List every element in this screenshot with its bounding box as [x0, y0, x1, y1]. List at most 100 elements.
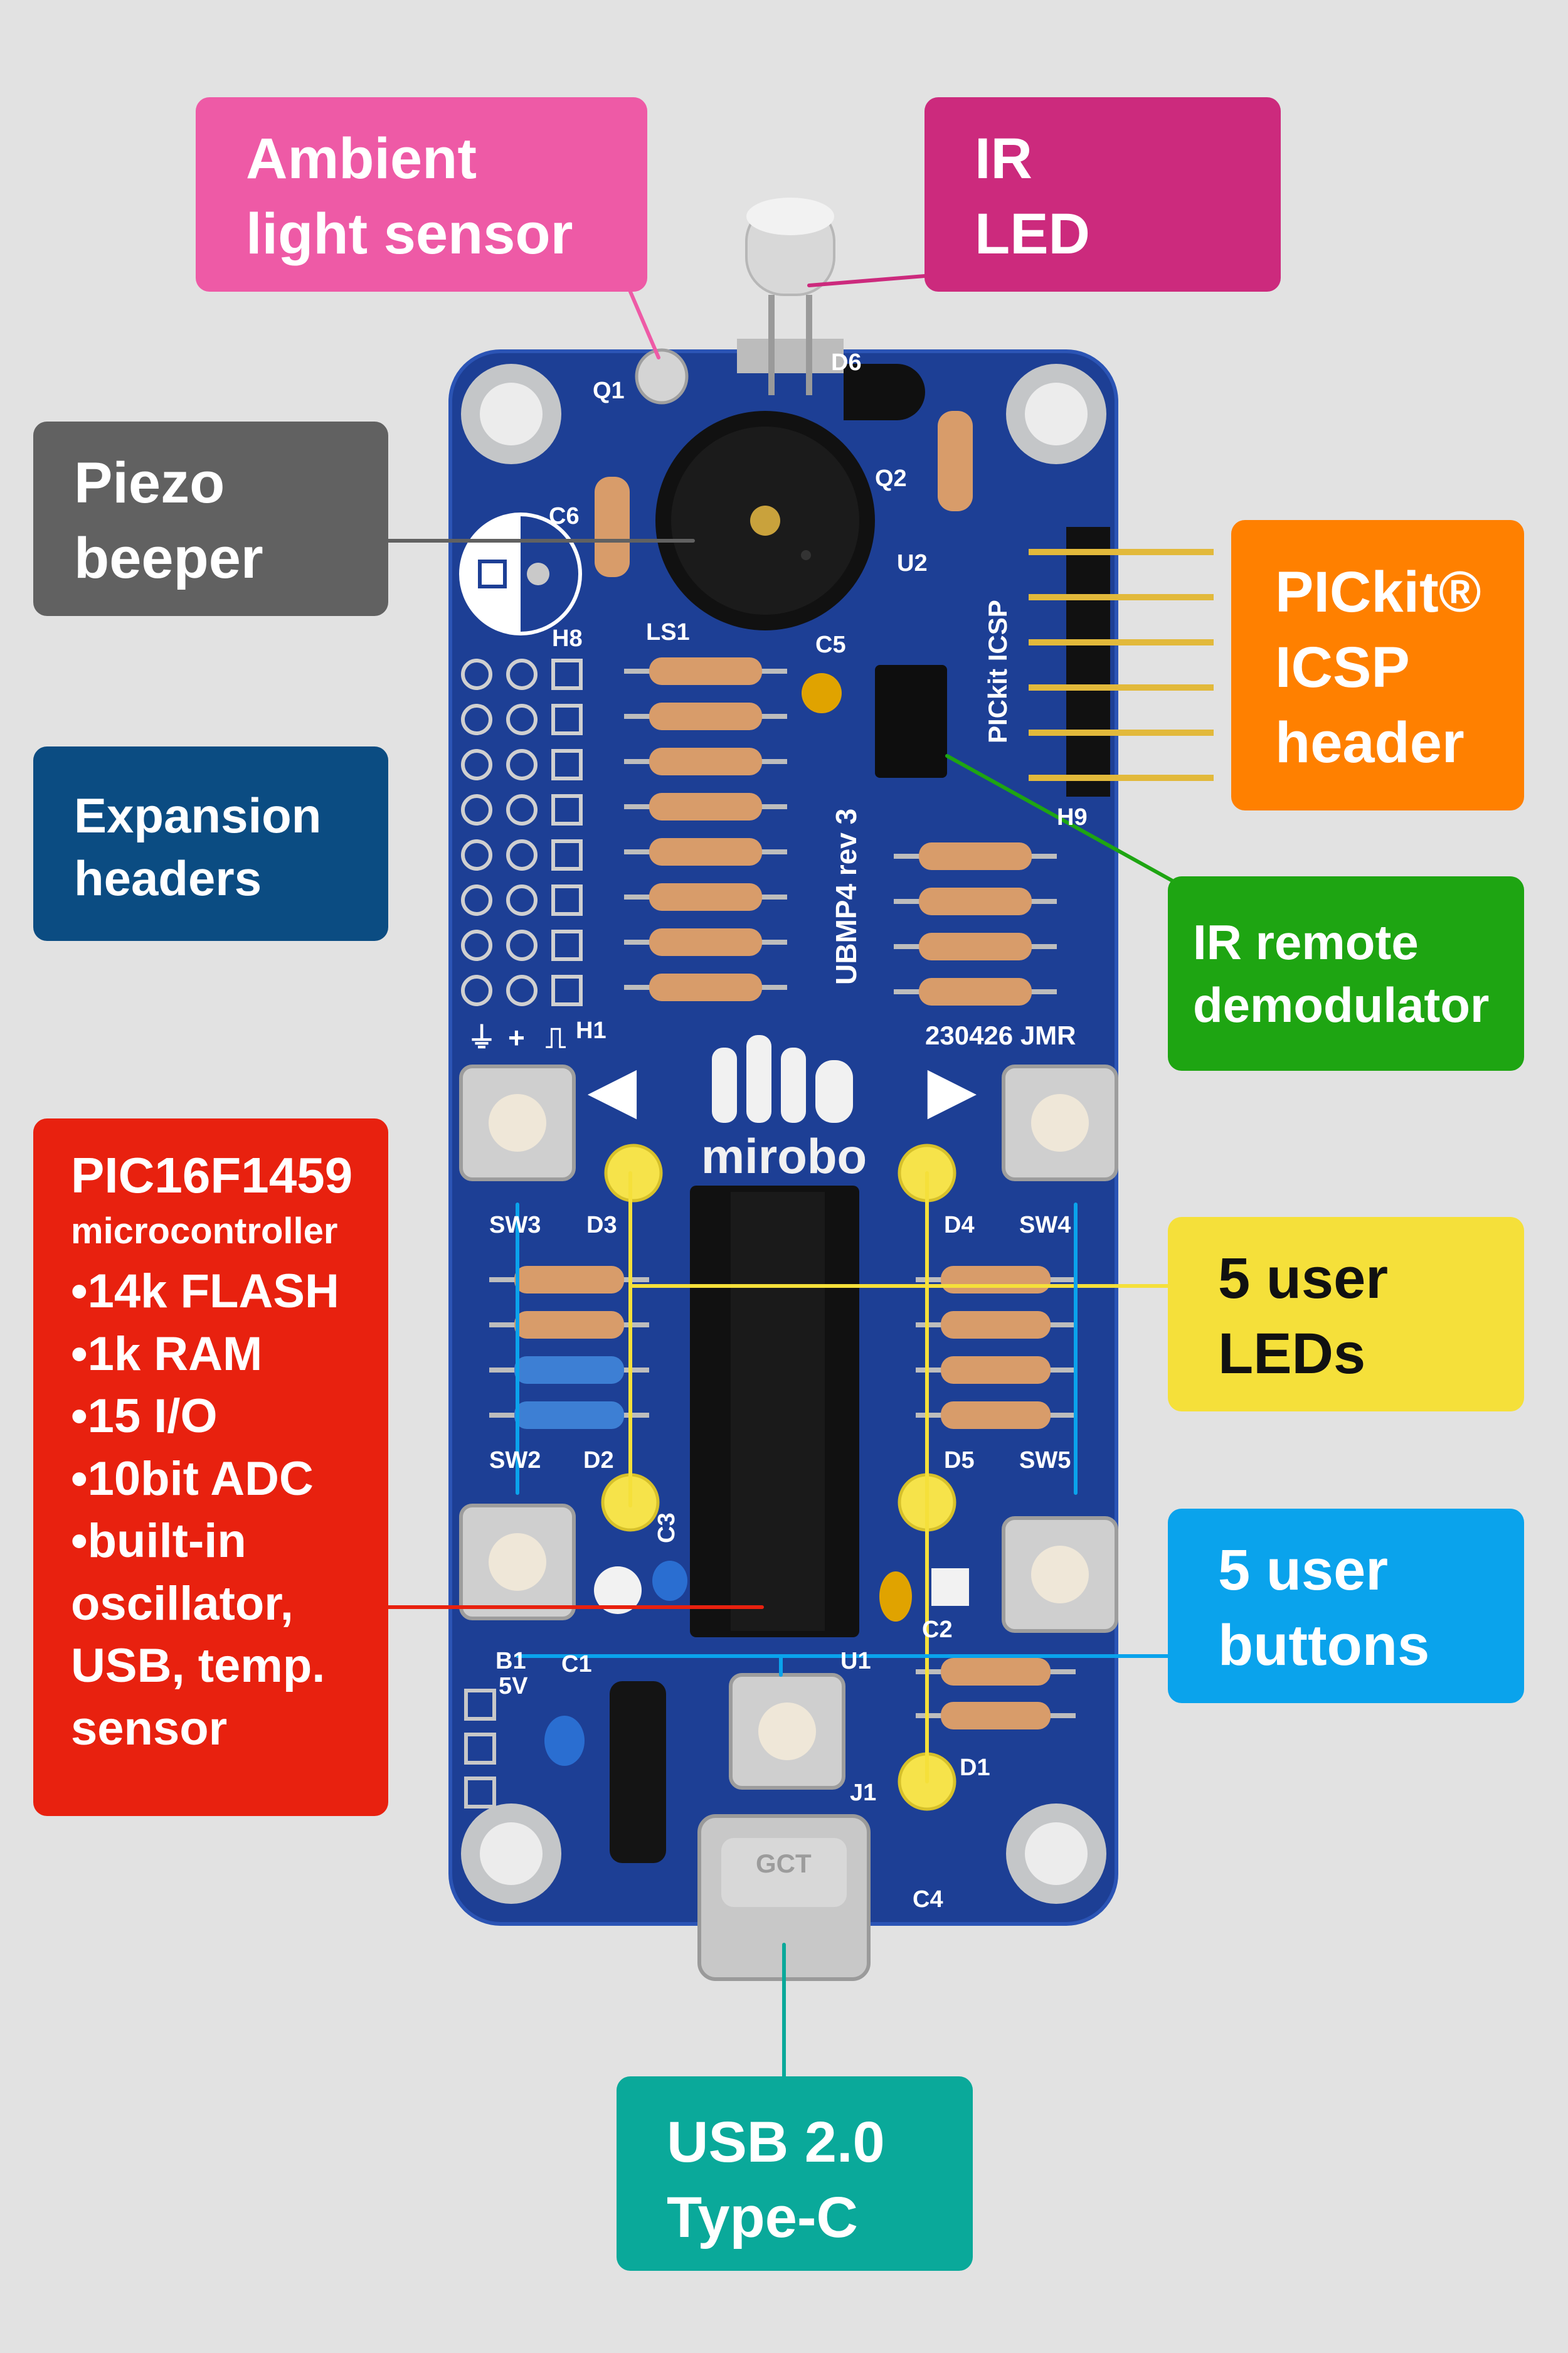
header-pad: [506, 794, 538, 826]
resistor: [649, 838, 762, 866]
lower-components: [464, 1561, 969, 1863]
resistor: [941, 1702, 1051, 1729]
pic16f1459-chip: [690, 1186, 859, 1637]
d3-designator: D3: [586, 1212, 617, 1238]
callout-line: Expansion: [74, 788, 322, 843]
h1-designator: H1: [576, 1017, 607, 1044]
expansion-headers-callout: Expansion headers: [33, 746, 388, 941]
callout-line: demodulator: [1193, 977, 1490, 1033]
q2-designator: Q2: [875, 465, 907, 492]
resistor: [649, 748, 762, 775]
usb-c-connector: [697, 1814, 871, 1981]
resistor: [941, 1401, 1051, 1429]
mcu-subtitle: microcontroller: [71, 1211, 338, 1251]
mcu-feature: •14k FLASH: [71, 1265, 339, 1318]
header-pad: [461, 839, 492, 871]
u2-designator: U2: [897, 550, 928, 576]
mounting-hole-bottom-right: [1006, 1803, 1106, 1904]
header-pad: [506, 659, 538, 690]
usb-connector-mark: GCT: [756, 1849, 812, 1878]
header-pad: [551, 975, 583, 1006]
pickit-icsp-header: [1029, 527, 1214, 797]
mounting-hole-top-left: [461, 364, 561, 464]
ls1-designator: LS1: [646, 619, 690, 645]
d1-designator: D1: [960, 1755, 990, 1781]
header-pad: [506, 839, 538, 871]
pulse-symbol: ⎍: [546, 1021, 566, 1054]
u1-designator: U1: [840, 1648, 871, 1674]
mcu-feature: •15 I/O: [71, 1389, 218, 1443]
callout-line: ICSP: [1275, 635, 1410, 699]
piezo-beeper: [655, 411, 875, 630]
ir-remote-demodulator-callout: IR remote demodulator: [1168, 876, 1524, 1071]
pushbutton-cap: [1031, 1094, 1089, 1152]
pushbuttons: [459, 1065, 1118, 1790]
sw4-designator: SW4: [1019, 1212, 1071, 1238]
c1-designator: C1: [561, 1651, 592, 1677]
mounting-hole-bottom-left: [461, 1803, 561, 1904]
callout-line: LEDs: [1218, 1322, 1366, 1386]
callout-line: Piezo: [74, 451, 225, 515]
led: [604, 1144, 663, 1203]
board-name: UBMP4 rev 3: [830, 809, 862, 985]
ir-led: [737, 198, 844, 395]
callout-line: light sensor: [246, 202, 573, 266]
header-pad: [551, 749, 583, 780]
header-pad: [506, 704, 538, 735]
mcu-feature: USB, temp.: [71, 1639, 326, 1692]
resistor: [919, 842, 1032, 870]
ir-led-callout: IR LED: [924, 97, 1281, 292]
pushbutton-cap: [1031, 1546, 1089, 1603]
header-pad: [551, 704, 583, 735]
callout-line: LED: [975, 202, 1090, 266]
top-resistors: [595, 411, 973, 577]
callout-line: buttons: [1218, 1613, 1430, 1677]
icsp-text: PICkit ICSP: [983, 600, 1012, 743]
resistor: [649, 928, 762, 956]
date-code: 230426 JMR: [925, 1021, 1076, 1050]
resistor: [649, 703, 762, 730]
plus-symbol: +: [508, 1021, 525, 1054]
5v-designator: 5V: [499, 1673, 528, 1699]
expansion-headers: [461, 659, 583, 1006]
arrow-right: ▶: [927, 1056, 977, 1123]
c4-designator: C4: [913, 1886, 943, 1913]
resistor: [919, 888, 1032, 915]
h9-designator: H9: [1057, 804, 1088, 831]
header-pad: [551, 659, 583, 690]
c6-designator: C6: [549, 503, 580, 529]
mcu-feature: •1k RAM: [71, 1327, 263, 1381]
header-pad: [551, 839, 583, 871]
header-pad: [551, 884, 583, 916]
pushbutton-cap: [489, 1094, 546, 1152]
c5-designator: C5: [815, 632, 846, 658]
q1-designator: Q1: [593, 378, 625, 404]
callout-line: PICkit®: [1275, 560, 1481, 624]
piezo-beeper-callout: Piezo beeper: [33, 422, 388, 616]
user-buttons-callout: 5 user buttons: [1168, 1509, 1524, 1703]
callout-line: header: [1275, 711, 1465, 775]
mcu-feature: sensor: [71, 1701, 228, 1755]
resistor: [941, 1658, 1051, 1686]
header-pad: [551, 930, 583, 961]
d2-designator: D2: [583, 1447, 614, 1474]
c6-capacitor-outline: [459, 513, 582, 635]
silkscreen: mirobo UBMP4 rev 3 PICkit ICSP 230426 JM…: [467, 349, 1088, 1913]
header-pad: [506, 749, 538, 780]
arrow-left: ◀: [587, 1056, 637, 1123]
resistor: [514, 1401, 624, 1429]
q2-transistor: [844, 364, 925, 420]
user-leds-callout: 5 user LEDs: [1168, 1217, 1524, 1411]
header-pad: [461, 930, 492, 961]
header-pad: [461, 975, 492, 1006]
header-pad: [551, 794, 583, 826]
mcu-feature: •10bit ADC: [71, 1452, 314, 1506]
ground-symbol: ⏚: [467, 1021, 496, 1054]
resistor: [514, 1311, 624, 1339]
resistor: [649, 974, 762, 1001]
sw5-designator: SW5: [1019, 1447, 1071, 1474]
usb-c-callout: USB 2.0 Type-C: [617, 2076, 973, 2271]
sw3-designator: SW3: [489, 1212, 541, 1238]
header-pad: [461, 794, 492, 826]
